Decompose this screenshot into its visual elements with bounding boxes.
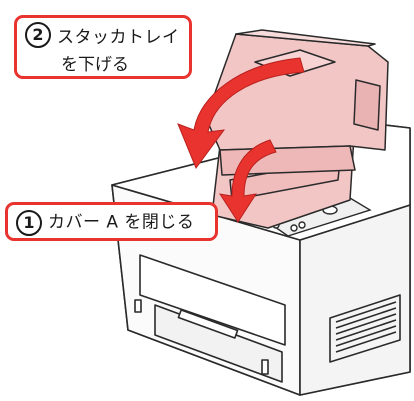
step-1-callout: 1 カバー A を閉じる xyxy=(5,202,218,241)
step-2-line-2: を下げる xyxy=(61,55,129,75)
step-2-callout: 2 スタッカトレイ を下げる xyxy=(14,15,192,79)
step-2-number: 2 xyxy=(25,22,51,48)
arrow-lower-tray xyxy=(177,57,305,170)
step-2-line-1: スタッカトレイ xyxy=(57,27,180,48)
step-1-text: カバー A を閉じる xyxy=(48,212,195,233)
arrow-close-cover xyxy=(218,139,277,223)
step-1-number: 1 xyxy=(16,209,42,236)
